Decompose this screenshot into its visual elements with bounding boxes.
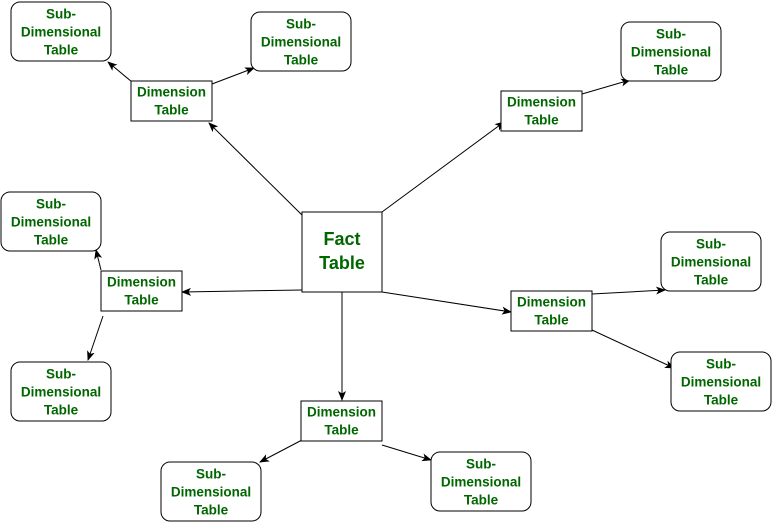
arrow-dim-bottom-to-sub-8 <box>259 439 303 463</box>
arrow-dim-bottom-to-sub-9 <box>381 444 432 462</box>
fact-table-box <box>301 211 383 293</box>
sub-dimensional-table-box <box>10 1 112 62</box>
sub-dimensional-table-box <box>670 351 772 412</box>
sub-dimensional-table-box <box>620 21 722 82</box>
sub-dimensional-label-line2: Dimensional <box>261 35 341 50</box>
dimension-table-node: Dimension Table <box>500 90 583 132</box>
sub-dimensional-table-box <box>10 361 112 422</box>
sub-dimensional-label-line2: Dimensional <box>631 45 711 60</box>
sub-dimensional-table-node: Sub- Dimensional Table <box>430 451 532 512</box>
sub-dimensional-table-node: Sub- Dimensional Table <box>620 21 722 82</box>
sub-dimensional-label-line2: Dimensional <box>441 475 521 490</box>
sub-dimensional-table-node: Sub- Dimensional Table <box>160 461 262 522</box>
sub-dimensional-table-node: Sub- Dimensional Table <box>0 191 102 252</box>
arrow-fact-to-dim-right <box>381 291 512 315</box>
sub-dimensional-label-line2: Dimensional <box>21 385 101 400</box>
sub-dimensional-label-line3: Table <box>44 403 79 418</box>
sub-dimensional-label-line3: Table <box>694 273 729 288</box>
dimension-table-box <box>130 80 213 122</box>
arrow-fact-to-dim-left <box>181 287 303 296</box>
sub-dimensional-label-line1: Sub- <box>36 197 66 212</box>
dimension-table-node: Dimension Table <box>510 290 593 332</box>
sub-dimensional-label-line1: Sub- <box>656 27 686 42</box>
sub-dimensional-table-node: Sub- Dimensional Table <box>10 361 112 422</box>
sub-dimensional-label-line2: Dimensional <box>681 375 761 390</box>
sub-dimensional-label-line1: Sub- <box>196 467 226 482</box>
fact-table-node: Fact Table <box>301 211 383 293</box>
fact-table-label-line2: Table <box>319 253 365 273</box>
sub-dimensional-table-box <box>250 11 352 72</box>
dimension-table-label-line2: Table <box>124 293 159 308</box>
dimension-table-label-line2: Table <box>524 113 559 128</box>
sub-dimensional-label-line3: Table <box>654 63 689 78</box>
sub-dimensional-table-node: Sub- Dimensional Table <box>660 231 762 292</box>
dimension-table-label-line1: Dimension <box>517 295 586 310</box>
sub-dimensional-label-line3: Table <box>194 503 229 518</box>
dimension-table-box <box>510 290 593 332</box>
sub-dimensional-table-box <box>0 191 102 252</box>
sub-dimensional-table-box <box>160 461 262 522</box>
sub-dimensional-label-line2: Dimensional <box>171 485 251 500</box>
sub-dimensional-table-node: Sub- Dimensional Table <box>10 1 112 62</box>
dimension-table-label-line2: Table <box>324 423 359 438</box>
dimension-table-node: Dimension Table <box>100 270 183 312</box>
sub-dimensional-label-line3: Table <box>44 43 79 58</box>
arrow-dim-left-to-sub-4 <box>94 249 103 271</box>
sub-dimensional-label-line1: Sub- <box>696 237 726 252</box>
arrow-dim-right-to-sub-7 <box>591 329 675 369</box>
sub-dimensional-label-line3: Table <box>464 493 499 508</box>
sub-dimensional-table-node: Sub- Dimensional Table <box>670 351 772 412</box>
arrow-dim-top-left-to-sub-2 <box>211 67 255 85</box>
fact-table-label-line1: Fact <box>323 229 360 249</box>
sub-dimensional-table-box <box>430 451 532 512</box>
dimension-table-label-line2: Table <box>154 103 189 118</box>
sub-dimensional-label-line1: Sub- <box>286 17 316 32</box>
sub-dimensional-label-line1: Sub- <box>466 457 496 472</box>
arrow-fact-to-dim-top-right <box>381 121 505 213</box>
sub-dimensional-table-box <box>660 231 762 292</box>
sub-dimensional-label-line2: Dimensional <box>21 25 101 40</box>
sub-dimensional-label-line3: Table <box>704 393 739 408</box>
sub-dimensional-label-line1: Sub- <box>706 357 736 372</box>
dimension-table-box <box>300 400 383 442</box>
arrow-dim-left-to-sub-5 <box>87 315 104 361</box>
connectors <box>87 61 675 463</box>
sub-dimensional-label-line3: Table <box>284 53 319 68</box>
dimension-table-label-line1: Dimension <box>107 275 176 290</box>
sub-dimensional-label-line3: Table <box>34 233 69 248</box>
dimension-table-box <box>100 270 183 312</box>
dimension-table-box <box>500 90 583 132</box>
sub-dimensional-label-line1: Sub- <box>46 7 76 22</box>
dimension-table-label-line1: Dimension <box>507 95 576 110</box>
sub-dimensional-label-line2: Dimensional <box>671 255 751 270</box>
arrow-dim-top-left-to-sub-1 <box>107 61 133 83</box>
dimension-table-node: Dimension Table <box>130 80 213 122</box>
arrow-dim-top-right-to-sub-3 <box>581 78 631 95</box>
sub-dimensional-label-line2: Dimensional <box>11 215 91 230</box>
dimension-table-node: Dimension Table <box>300 400 383 442</box>
sub-dimensional-label-line1: Sub- <box>46 367 76 382</box>
sub-dimensional-table-node: Sub- Dimensional Table <box>250 11 352 72</box>
dimension-table-label-line1: Dimension <box>307 405 376 420</box>
dimension-table-label-line1: Dimension <box>137 85 206 100</box>
arrow-dim-right-to-sub-6 <box>591 286 666 295</box>
dimension-table-label-line2: Table <box>534 313 569 328</box>
arrow-fact-to-dim-top-left <box>208 122 303 216</box>
